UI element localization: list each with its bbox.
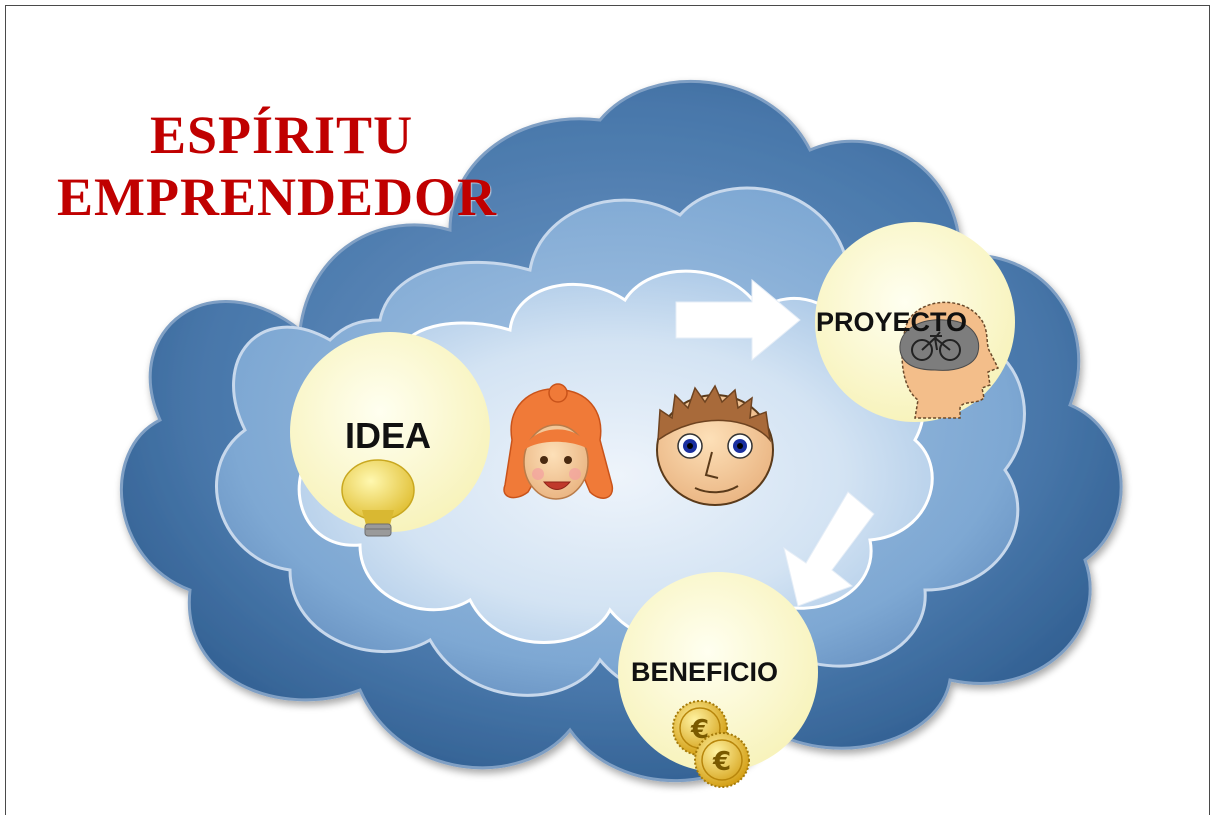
proyecto-label: PROYECTO [816,307,968,337]
idea-node [290,332,490,537]
beneficio-node: € € [618,572,818,788]
arrow-proyecto-to-beneficio [783,491,875,607]
title-line-2: EMPRENDEDOR [57,167,497,227]
coin-2-symbol: € [712,747,731,777]
title-line-1: ESPÍRITU [150,105,414,165]
euro-coins-icon: € € [672,700,750,788]
light-bulb-icon [341,459,415,537]
proyecto-node [815,222,1015,422]
coin-1-symbol: € [690,715,709,745]
arrow-idea-to-proyecto [675,278,801,362]
head-bicycle-icon [899,301,1000,419]
beneficio-label: BENEFICIO [631,657,779,687]
idea-label: IDEA [345,415,432,456]
girl-face-icon [503,383,614,500]
boy-face-icon [656,384,774,506]
